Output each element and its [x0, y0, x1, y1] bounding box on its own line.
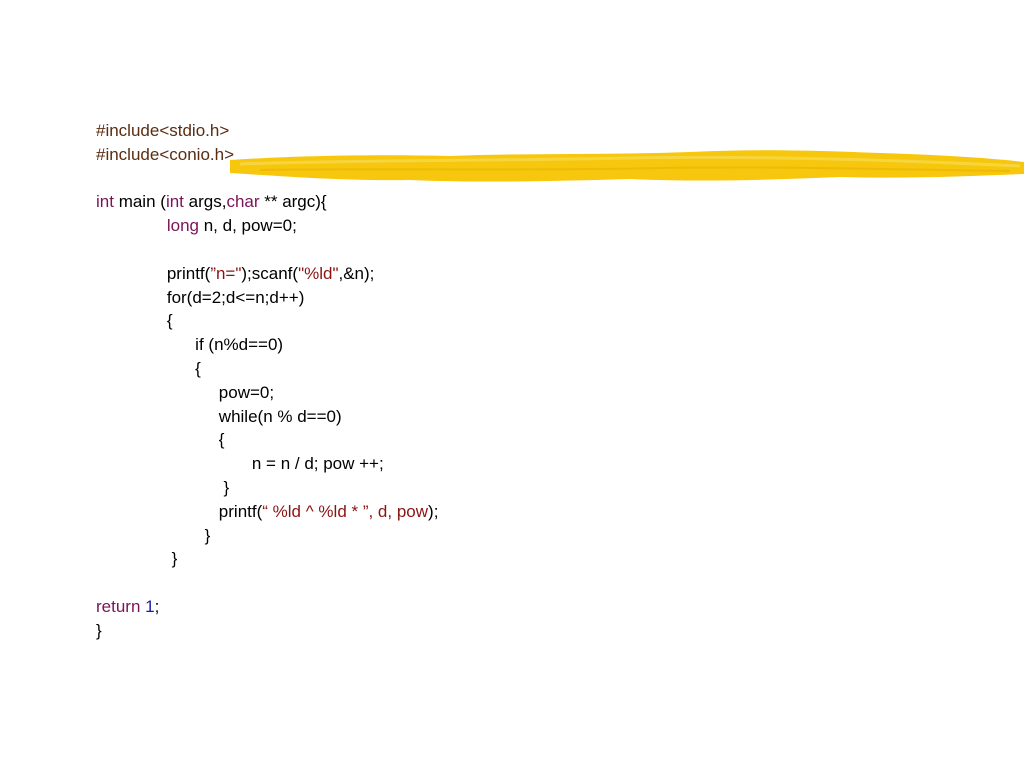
code-line: }: [96, 476, 438, 500]
code-line: {: [96, 309, 438, 333]
code-token: }: [96, 549, 178, 569]
code-token: [96, 216, 167, 235]
code-token: }: [96, 620, 102, 640]
code-token: {: [96, 311, 173, 331]
code-block: #include<stdio.h> #include<conio.h> int ma…: [96, 119, 438, 643]
code-line: [96, 571, 438, 595]
code-line: for(d=2;d<=n;d++): [96, 286, 438, 310]
code-token: for(d=2;d<=n;d++): [96, 287, 305, 307]
code-token: int: [96, 192, 114, 212]
code-token: }: [96, 477, 230, 497]
code-token: ”n=": [210, 263, 242, 283]
code-line: [96, 238, 438, 262]
code-token: pow=0;: [96, 382, 275, 402]
code-token: );: [428, 501, 439, 521]
code-token: int: [165, 192, 184, 212]
code-token: "%ld": [298, 263, 339, 283]
code-token: ** argc){: [259, 192, 327, 212]
code-token: printf(: [96, 501, 263, 521]
code-line: {: [96, 357, 438, 381]
code-token: long: [166, 216, 199, 236]
code-token: #include<stdio.h>: [96, 121, 230, 140]
code-line: n = n / d; pow ++;: [96, 452, 438, 476]
code-token: {: [96, 430, 225, 450]
code-line: }: [96, 547, 438, 571]
code-token: args,: [183, 192, 227, 212]
code-line: return 1;: [96, 595, 438, 619]
highlighter-stroke: [230, 150, 1024, 182]
code-line: long n, d, pow=0;: [96, 214, 438, 238]
code-line: while(n % d==0): [96, 405, 438, 429]
code-token: );scanf(: [241, 263, 299, 283]
code-token: char: [226, 192, 260, 212]
code-line: }: [96, 524, 438, 548]
code-token: main (: [113, 192, 166, 212]
code-token: if (n%d==0): [96, 335, 284, 355]
code-token: n = n / d; pow ++;: [96, 454, 384, 474]
code-token: return: [96, 596, 141, 616]
code-line: printf(”n=");scanf("%ld",&n);: [96, 262, 438, 286]
code-line: int main (int args,char ** argc){: [96, 190, 438, 214]
code-token: printf(: [96, 263, 211, 283]
code-token: #include<conio.h>: [96, 144, 235, 164]
code-token: ,&n);: [338, 263, 375, 283]
code-line: #include<conio.h>: [96, 143, 438, 167]
code-token: “ %ld ^ %ld * ”, d, pow: [262, 501, 429, 521]
code-token: while(n % d==0): [96, 406, 342, 426]
code-line: {: [96, 428, 438, 452]
code-line: #include<stdio.h>: [96, 119, 438, 143]
code-line: }: [96, 619, 438, 643]
code-line: printf(“ %ld ^ %ld * ”, d, pow);: [96, 500, 439, 524]
code-token: 1: [145, 596, 155, 616]
code-token: }: [96, 525, 211, 545]
code-token: {: [96, 358, 201, 378]
code-token: ;: [154, 596, 160, 616]
code-line: [96, 167, 438, 191]
code-token: n, d, pow=0;: [199, 216, 297, 236]
code-line: if (n%d==0): [96, 333, 438, 357]
code-line: pow=0;: [96, 381, 438, 405]
